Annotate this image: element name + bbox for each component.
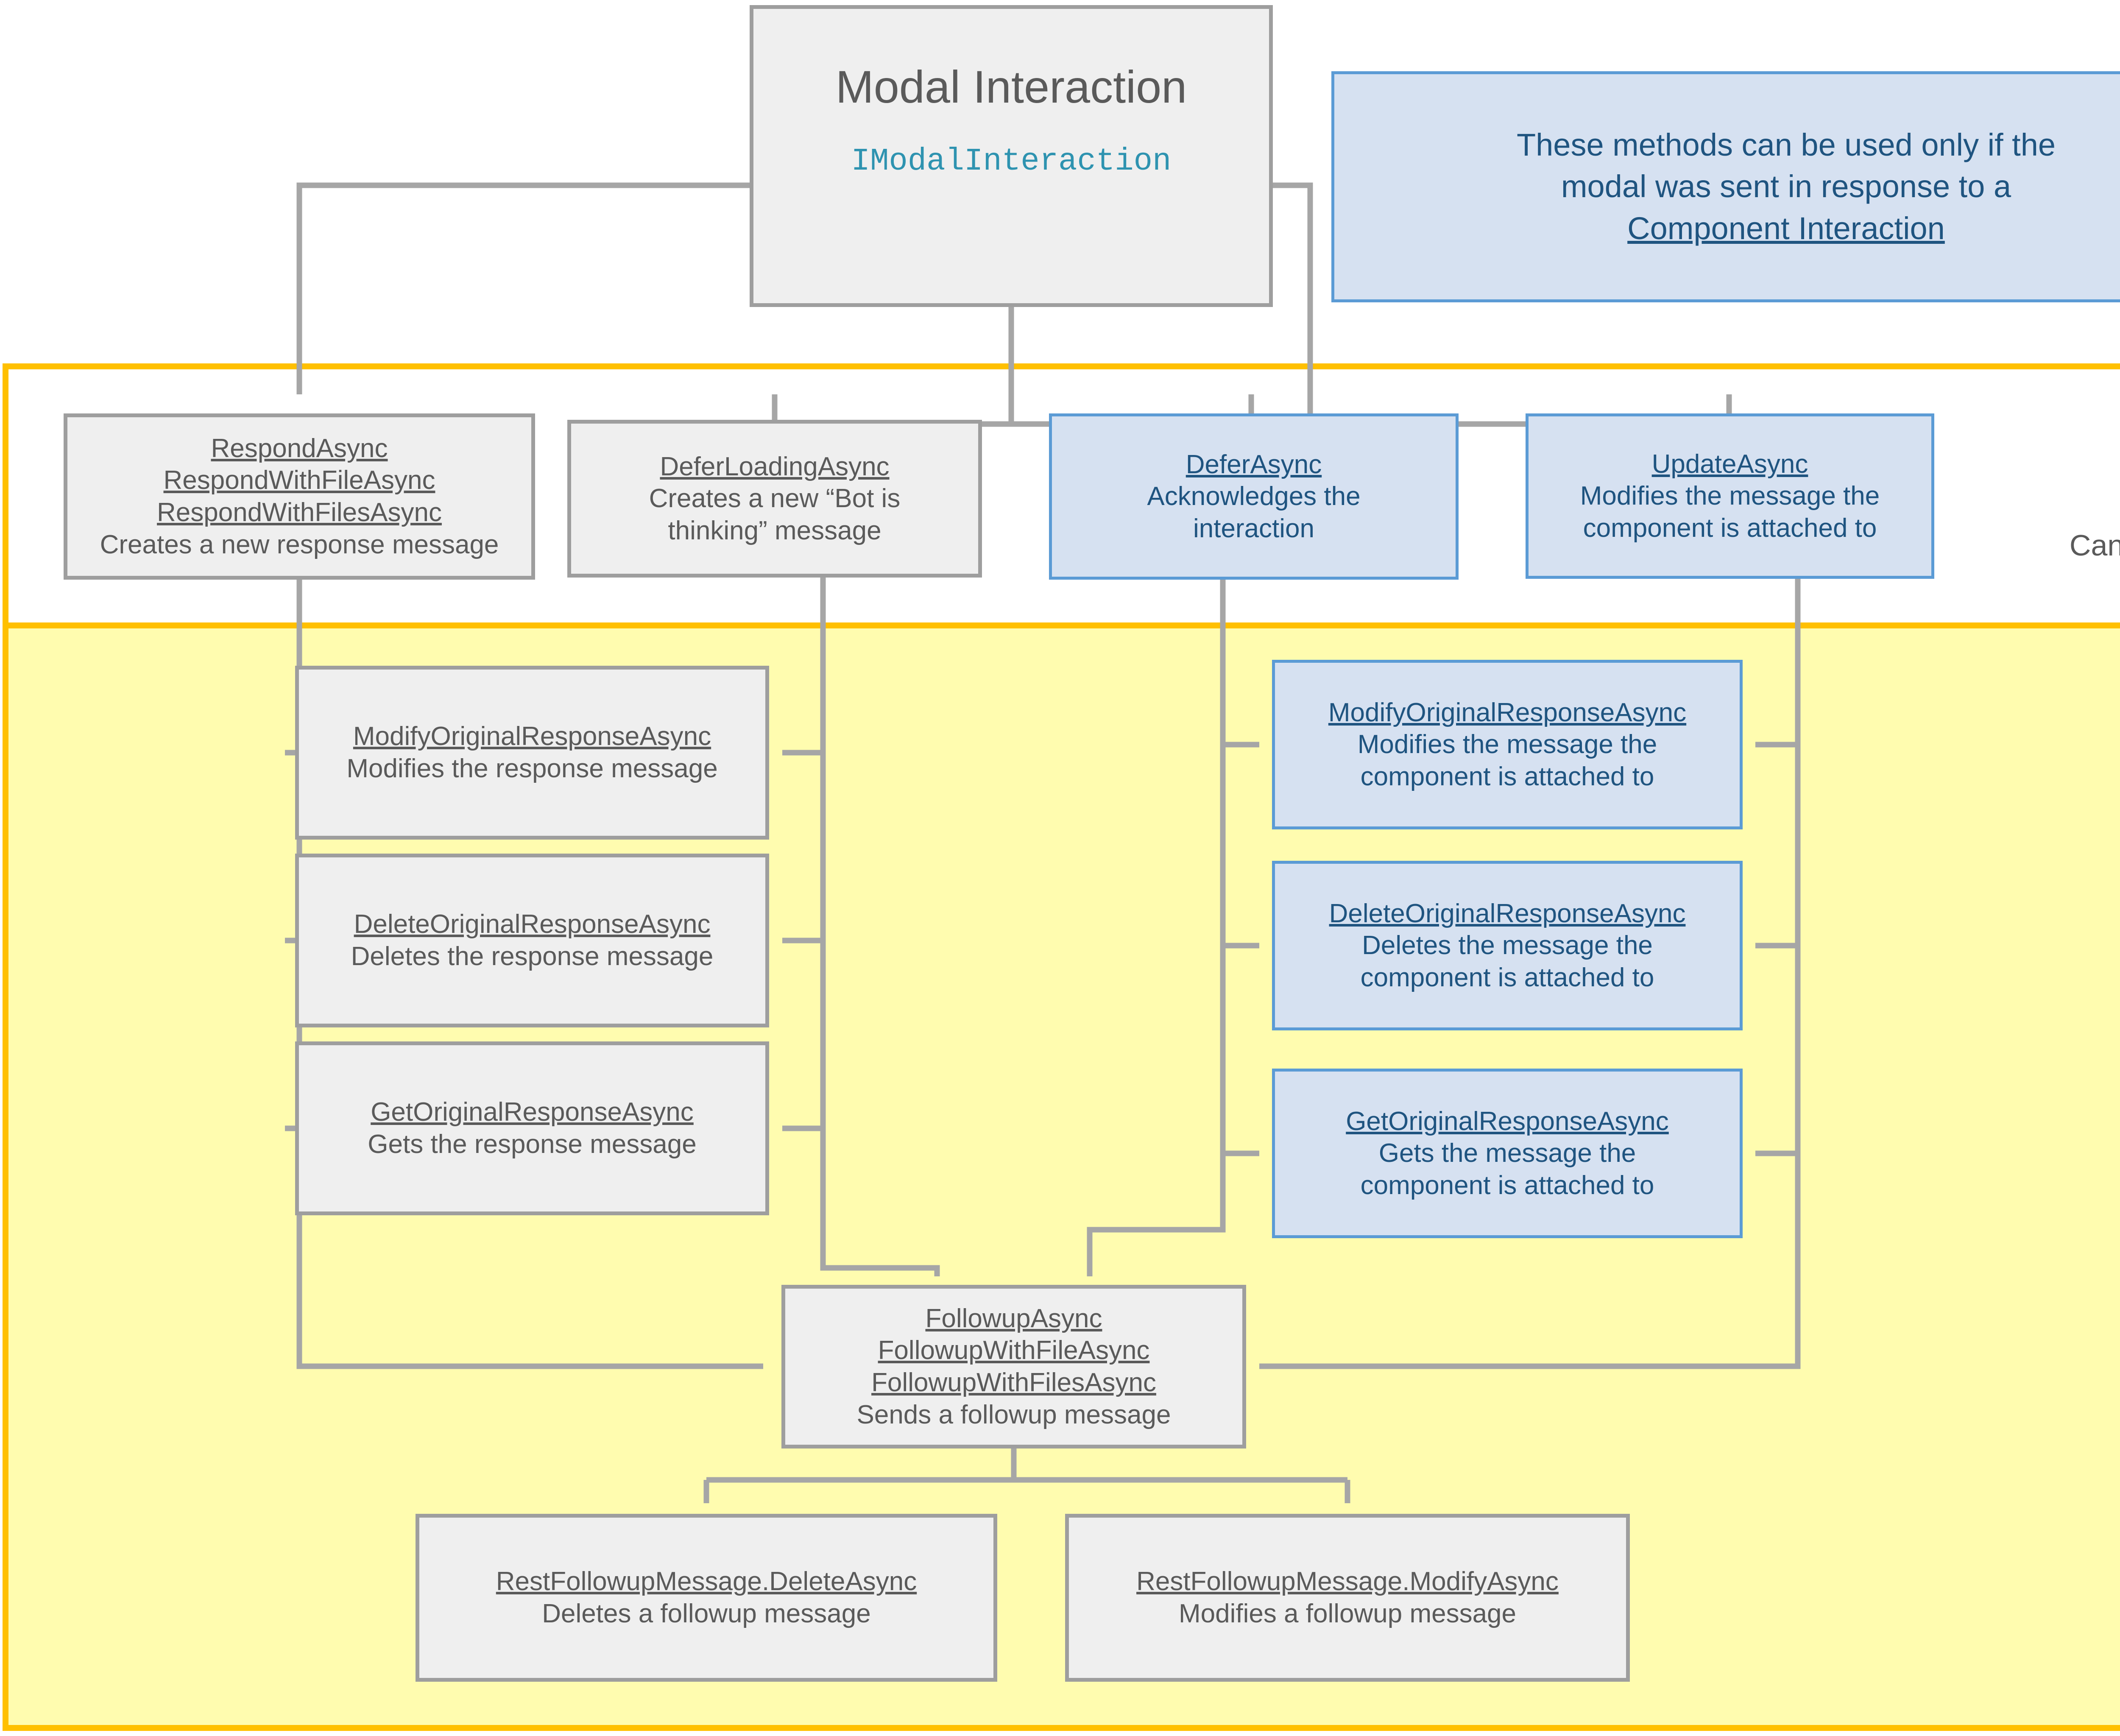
node-rest-followup-message-modify-async[interactable]: RestFollowupMessage.ModifyAsync Modifies…	[1065, 1514, 1630, 1682]
node-title: DeferAsync	[1186, 449, 1322, 479]
node-description: Deletes a followup message	[542, 1599, 871, 1628]
node-description: Sends a followup message	[856, 1400, 1171, 1429]
root-title: Modal Interaction	[835, 61, 1187, 112]
node-title: RestFollowupMessage.DeleteAsync	[496, 1567, 917, 1596]
node-description: Creates a new response message	[100, 530, 499, 559]
annotation-followup-line-4: interaction token’s lifetime	[1696, 832, 2120, 871]
annotation-followup: Followup methods Can be used in 15 minut…	[1696, 670, 2120, 871]
node-description: Acknowledges the	[1147, 482, 1361, 511]
node-title: GetOriginalResponseAsync	[1346, 1106, 1669, 1136]
node-defer-async[interactable]: DeferAsync Acknowledges the interaction	[1049, 413, 1459, 580]
node-title: ModifyOriginalResponseAsync	[353, 722, 711, 751]
node-description: Modifies a followup message	[1178, 1599, 1517, 1628]
root-interface-name: IModalInteraction	[851, 144, 1172, 179]
node-modal-interaction[interactable]: Modal Interaction IModalInteraction	[750, 5, 1273, 307]
node-defer-loading-async[interactable]: DeferLoadingAsync Creates a new “Bot is …	[567, 420, 982, 578]
node-title: RespondAsync	[211, 433, 388, 463]
edge-defer-to-hub	[1087, 580, 1226, 1276]
node-description: interaction	[1193, 514, 1315, 543]
node-description: Gets the response message	[368, 1130, 697, 1159]
node-description: Deletes the response message	[351, 942, 714, 971]
annotation-followup-line-3: Can be used multiple times during	[1696, 793, 2120, 832]
edge-respond-to-followup-hub	[296, 580, 763, 1369]
node-get-original-response-async-gray[interactable]: GetOriginalResponseAsync Gets the respon…	[295, 1041, 769, 1215]
node-delete-original-response-async-blue[interactable]: DeleteOriginalResponseAsync Deletes the …	[1272, 861, 1743, 1030]
annotation-followup-heading: Followup methods	[1696, 670, 2120, 715]
node-rest-followup-message-delete-async[interactable]: RestFollowupMessage.DeleteAsync Deletes …	[416, 1514, 997, 1682]
callout-link-component-interaction[interactable]: Component Interaction	[1627, 210, 1945, 246]
node-title: ModifyOriginalResponseAsync	[1328, 698, 1687, 727]
node-title: DeferLoadingAsync	[660, 452, 890, 481]
node-delete-original-response-async-gray[interactable]: DeleteOriginalResponseAsync Deletes the …	[295, 854, 769, 1027]
node-modify-original-response-async-blue[interactable]: ModifyOriginalResponseAsync Modifies the…	[1272, 660, 1743, 829]
annotation-followup-line-2: after sending an initial response	[1696, 754, 2120, 793]
node-title: GetOriginalResponseAsync	[371, 1097, 694, 1127]
node-title: FollowupWithFilesAsync	[871, 1368, 1156, 1397]
node-description: component is attached to	[1360, 963, 1654, 992]
annotation-initial-response: Initial Response methods Has to be execu…	[1696, 405, 2120, 565]
callout-line-2: modal was sent in response to a	[1561, 169, 2011, 204]
node-description: component is attached to	[1583, 513, 1877, 543]
edge-root-right-bus	[1273, 182, 1729, 427]
node-respond-async[interactable]: RespondAsync RespondWithFileAsync Respon…	[64, 413, 535, 580]
node-description: Deletes the message the	[1362, 931, 1653, 960]
node-description: Creates a new “Bot is	[649, 484, 901, 514]
edge-update-to-hub	[1259, 579, 1801, 1369]
node-description: component is attached to	[1360, 762, 1654, 791]
node-title: RespondWithFileAsync	[163, 466, 435, 495]
node-description: component is attached to	[1360, 1170, 1654, 1200]
node-description: Modifies the response message	[346, 754, 718, 783]
node-title: UpdateAsync	[1651, 449, 1808, 479]
node-description: Modifies the message the	[1357, 730, 1657, 759]
callout-line-1: These methods can be used only if the	[1516, 127, 2056, 162]
node-title: FollowupWithFileAsync	[878, 1336, 1150, 1365]
node-description: Modifies the message the	[1580, 481, 1880, 511]
node-title: RestFollowupMessage.ModifyAsync	[1136, 1567, 1559, 1596]
node-get-original-response-async-blue[interactable]: GetOriginalResponseAsync Gets the messag…	[1272, 1069, 1743, 1238]
callout-component-interaction-note: These methods can be used only if the mo…	[1331, 71, 2120, 302]
edge-deferloading-to-hub	[820, 578, 940, 1276]
node-title: DeleteOriginalResponseAsync	[354, 910, 711, 939]
node-title: FollowupAsync	[925, 1303, 1102, 1333]
edge-root-to-respond	[296, 182, 750, 394]
node-title: RespondWithFilesAsync	[157, 498, 442, 527]
node-followup-async[interactable]: FollowupAsync FollowupWithFileAsync Foll…	[781, 1285, 1246, 1449]
node-description: thinking” message	[668, 516, 881, 545]
node-description: Gets the message the	[1378, 1139, 1636, 1168]
node-modify-original-response-async-gray[interactable]: ModifyOriginalResponseAsync Modifies the…	[295, 666, 769, 840]
node-title: DeleteOriginalResponseAsync	[1329, 899, 1686, 928]
node-update-async[interactable]: UpdateAsync Modifies the message the com…	[1526, 413, 1934, 579]
annotation-initial-line-3: Can be used only ones per interaction	[2069, 529, 2120, 562]
annotation-followup-line-1: Can be used in 15 minutes	[1696, 715, 2120, 754]
